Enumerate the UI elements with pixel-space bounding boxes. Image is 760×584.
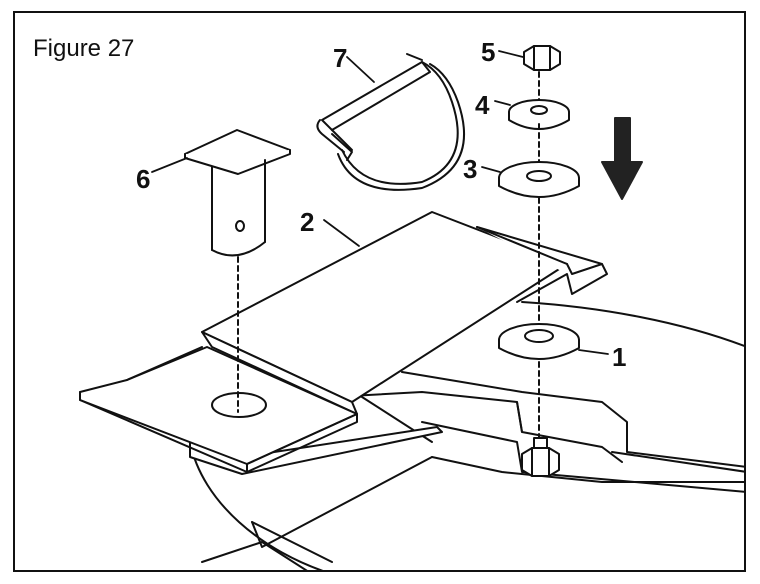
washer-part-4 bbox=[508, 99, 570, 130]
plate-part-2 bbox=[79, 211, 608, 473]
stud-bolt bbox=[521, 437, 560, 477]
leader-lines bbox=[151, 50, 609, 355]
callout-5: 5 bbox=[481, 37, 496, 67]
down-arrow-icon bbox=[601, 117, 643, 200]
figure-title: Figure 27 bbox=[33, 35, 135, 62]
hairpin-part-7 bbox=[316, 53, 466, 191]
pin-part-6 bbox=[184, 129, 291, 413]
nut-part-5 bbox=[523, 45, 561, 71]
callout-4: 4 bbox=[475, 90, 490, 120]
callout-7: 7 bbox=[333, 43, 348, 73]
callout-3: 3 bbox=[463, 154, 478, 184]
mower-deck bbox=[189, 301, 744, 570]
callout-6: 6 bbox=[136, 164, 151, 194]
spindle-bar bbox=[331, 371, 744, 493]
callout-1: 1 bbox=[612, 342, 627, 372]
washer-part-3 bbox=[498, 161, 580, 198]
assembly-illustration bbox=[79, 45, 744, 570]
figure-frame: Figure 27 1 2 3 4 5 6 7 bbox=[13, 11, 746, 572]
callout-2: 2 bbox=[300, 207, 315, 237]
washer-part-1 bbox=[498, 323, 580, 360]
